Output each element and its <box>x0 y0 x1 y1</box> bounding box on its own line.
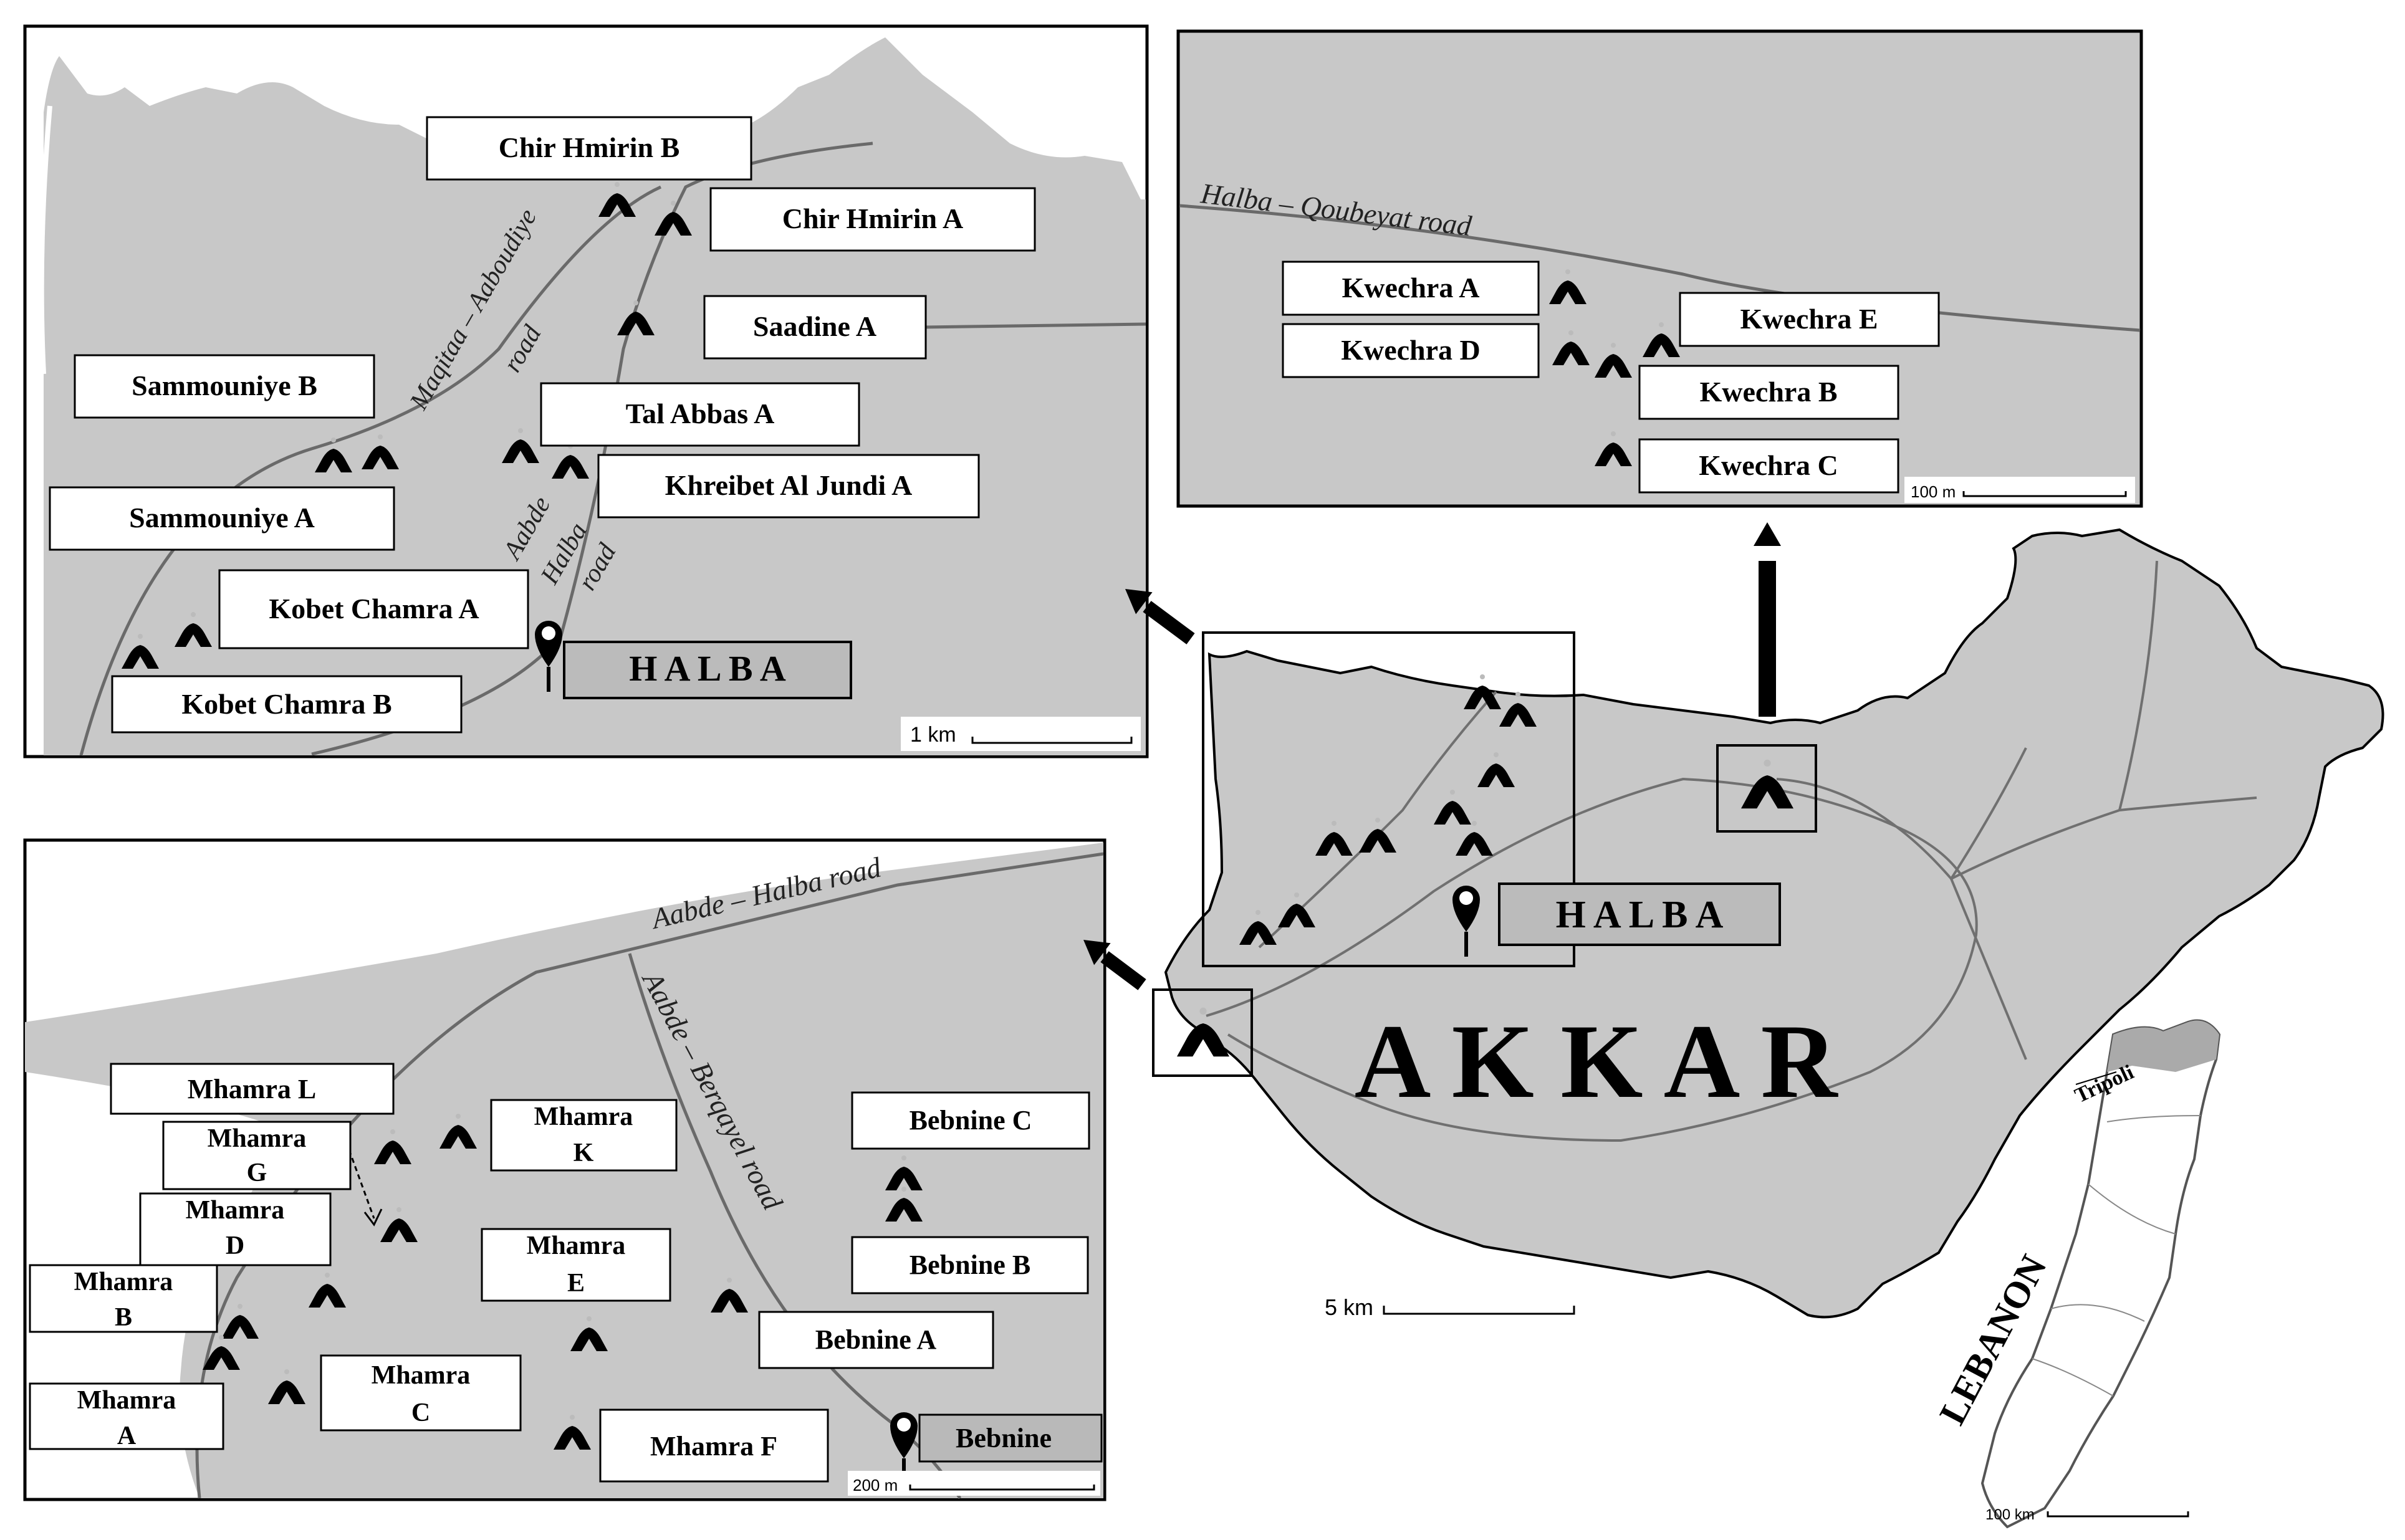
bottom-left-labels: Mhamra L Mhamra G Mhamra D Mhamra B Mham… <box>29 1063 1103 1483</box>
label-bebnine-b: Bebnine B <box>910 1250 1030 1280</box>
label-mhamra-f: Mhamra F <box>650 1431 777 1461</box>
scale-label-1km: 1 km <box>910 723 956 747</box>
label-sammouniye-a: Sammouniye A <box>129 502 315 533</box>
label-mhamra-e: Mhamra <box>527 1232 626 1260</box>
label-mhamra-e-letter: E <box>567 1269 585 1298</box>
label-mhamra-k-letter: K <box>574 1139 594 1167</box>
label-mhamra-d-letter: D <box>226 1232 244 1260</box>
label-mhamra-c: Mhamra <box>372 1361 471 1390</box>
label-kobet-chamra-a: Kobet Chamra A <box>269 593 479 624</box>
label-kwechra-a: Kwechra A <box>1342 272 1479 304</box>
label-halba-panel: H A L B A <box>629 648 786 689</box>
label-bebnine-c: Bebnine C <box>910 1105 1032 1136</box>
label-mhamra-g-letter: G <box>247 1159 267 1187</box>
lebanon-outline <box>1980 1019 2221 1529</box>
direction-arrows <box>1075 522 1781 990</box>
scale-bar-1km: 1 km <box>901 717 1141 751</box>
label-mhamra-a: Mhamra <box>77 1386 176 1415</box>
label-bebnine: Bebnine <box>956 1423 1052 1453</box>
scale-bar-200m: 200 m <box>848 1471 1100 1496</box>
label-mhamra-c-letter: C <box>411 1399 430 1427</box>
scale-bar-100m: 100 m <box>1904 477 2135 503</box>
top-left-labels: Chir Hmirin B Chir Hmirin A Saadine A Sa… <box>49 116 1036 734</box>
label-saadine-a: Saadine A <box>753 310 876 342</box>
scale-label-100km: 100 km <box>1985 1506 2035 1523</box>
label-mhamra-g: Mhamra <box>208 1124 307 1153</box>
label-mhamra-k: Mhamra <box>534 1102 633 1131</box>
label-mhamra-l: Mhamra L <box>188 1074 317 1104</box>
label-bebnine-a: Bebnine A <box>815 1324 937 1355</box>
mhamra-inset-frame <box>1152 988 1253 1077</box>
label-mhamra-d: Mhamra <box>186 1196 285 1225</box>
label-halba-main: H A L B A <box>1556 894 1724 936</box>
label-kwechra-c: Kwechra C <box>1699 449 1838 481</box>
arrow-icon <box>1754 522 1781 546</box>
label-mhamra-b: Mhamra <box>74 1268 173 1296</box>
akkar-highlight <box>2107 1020 2219 1072</box>
label-chir-hmirin-b: Chir Hmirin B <box>499 132 680 163</box>
label-khreibet-al-jundi-a: Khreibet Al Jundi A <box>665 469 913 501</box>
scale-label-100m: 100 m <box>1911 482 1956 501</box>
label-kwechra-d: Kwechra D <box>1341 334 1481 366</box>
scale-label-5km: 5 km <box>1325 1294 1373 1320</box>
top-left-panel: Maqitaa – Aaboudiye road Aabde Halba roa… <box>23 24 1149 758</box>
scale-bar-100km: 100 km <box>1985 1506 2189 1523</box>
scale-label-200m: 200 m <box>853 1476 898 1495</box>
kwechra-inset-frame <box>1716 744 1817 833</box>
akkar-roads <box>1206 560 2257 1142</box>
halba-inset-frame <box>1202 631 1575 967</box>
scale-bar-5km: 5 km <box>1325 1294 1575 1320</box>
label-chir-hmirin-a: Chir Hmirin A <box>782 203 964 234</box>
label-sammouniye-b: Sammouniye B <box>132 370 317 401</box>
label-kwechra-e: Kwechra E <box>1740 303 1878 335</box>
label-akkar: A K K A R <box>1355 1003 1839 1120</box>
label-kobet-chamra-b: Kobet Chamra B <box>181 688 391 720</box>
akkar-main-map: H A L B A A K K A R 5 km <box>1152 528 2384 1320</box>
label-kwechra-b: Kwechra B <box>1699 376 1837 408</box>
label-tal-abbas-a: Tal Abbas A <box>626 398 775 429</box>
top-right-panel: Halba – Qoubeyat road Kwechra A Kwechra … <box>1176 29 2143 508</box>
label-mhamra-a-letter: A <box>117 1422 137 1450</box>
bottom-left-panel: Aabde – Halba road Aabde – Berqayel road… <box>23 838 1106 1501</box>
top-right-labels: Kwechra A Kwechra D Kwechra E Kwechra B … <box>1282 261 1940 494</box>
label-mhamra-b-letter: B <box>115 1303 132 1332</box>
